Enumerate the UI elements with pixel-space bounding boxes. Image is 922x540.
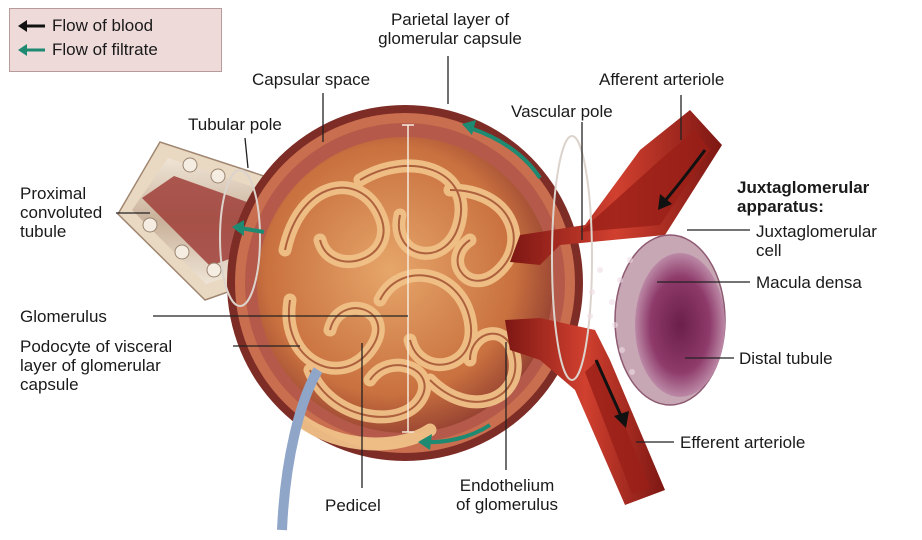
label-line: Juxtaglomerular — [737, 178, 869, 197]
label-line: glomerular capsule — [358, 29, 542, 48]
label-line: tubule — [20, 222, 102, 241]
label-line: Proximal — [20, 184, 102, 203]
label-line: Podocyte of visceral — [20, 337, 172, 356]
label-capsular-space: Capsular space — [252, 70, 370, 89]
label-jga: Juxtaglomerular apparatus: — [737, 178, 869, 216]
arrow-left-icon — [18, 19, 46, 33]
label-parietal-layer: Parietal layer of glomerular capsule — [358, 10, 542, 48]
label-line: cell — [756, 241, 877, 260]
label-line: apparatus: — [737, 197, 869, 216]
label-line: of glomerulus — [440, 495, 574, 514]
legend-label-filtrate: Flow of filtrate — [52, 39, 158, 61]
legend-label-blood: Flow of blood — [52, 15, 153, 37]
label-endothelium: Endothelium of glomerulus — [440, 476, 574, 514]
label-line: convoluted — [20, 203, 102, 222]
label-tubular-pole: Tubular pole — [188, 115, 282, 134]
label-efferent-arteriole: Efferent arteriole — [680, 433, 805, 452]
label-line: Parietal layer of — [358, 10, 542, 29]
label-distal-tubule: Distal tubule — [739, 349, 833, 368]
arrow-left-icon — [18, 43, 46, 57]
glomerular-capsule-shape — [227, 105, 583, 530]
label-line: Juxtaglomerular — [756, 222, 877, 241]
legend: Flow of blood Flow of filtrate — [9, 8, 222, 72]
label-jg-cell: Juxtaglomerular cell — [756, 222, 877, 260]
label-macula-densa: Macula densa — [756, 273, 862, 292]
label-proximal-tubule: Proximal convoluted tubule — [20, 184, 102, 241]
label-podocyte: Podocyte of visceral layer of glomerular… — [20, 337, 172, 394]
label-pedicel: Pedicel — [325, 496, 381, 515]
label-line: Endothelium — [440, 476, 574, 495]
label-vascular-pole: Vascular pole — [511, 102, 613, 121]
label-line: layer of glomerular — [20, 356, 172, 375]
label-line: capsule — [20, 375, 172, 394]
label-afferent-arteriole: Afferent arteriole — [599, 70, 724, 89]
label-glomerulus: Glomerulus — [20, 307, 107, 326]
